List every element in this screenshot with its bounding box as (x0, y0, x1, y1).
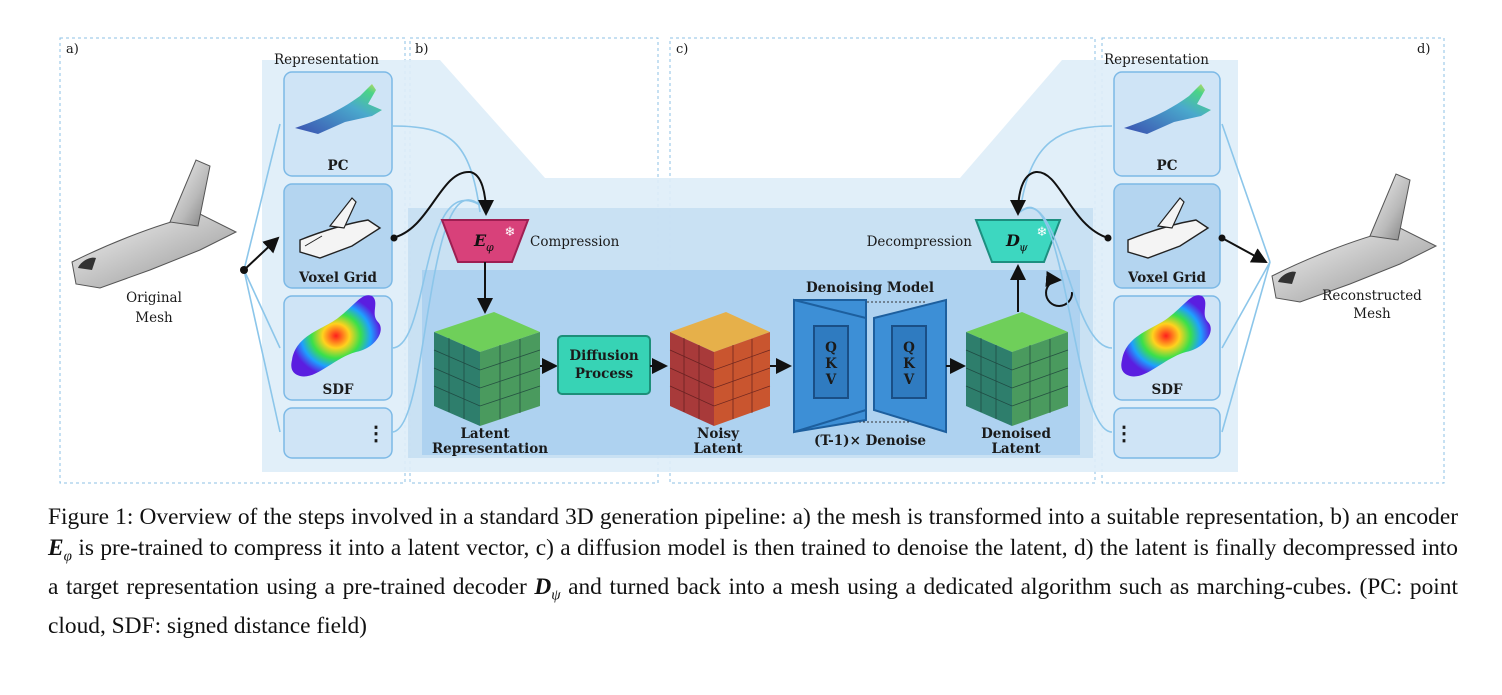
caption-part-1: Figure 1: Overview of the steps involved… (48, 504, 1458, 530)
diffusion-label-1: Diffusion (569, 348, 638, 364)
pipeline-figure: a) b) c) d) Representation PC Voxel Grid… (59, 37, 1445, 484)
caption-encoder-subscript: φ (63, 548, 72, 565)
denoise-repeat-label: (T-1)× Denoise (814, 433, 926, 449)
denoised-label-2: Latent (991, 441, 1041, 457)
latent-cube (433, 312, 541, 426)
left-rep-to-encoder (391, 125, 481, 433)
arrow-voxel-to-reconstructed (1221, 237, 1268, 263)
right-point-cloud-image (1124, 84, 1211, 134)
reconstructed-mesh-label-1: Reconstructed (1322, 288, 1422, 304)
original-mesh-label-1: Original (126, 290, 182, 306)
right-item-voxel: Voxel Grid (1127, 270, 1206, 286)
left-item-ellipsis: ⋮ (366, 421, 386, 445)
panel-label-c: c) (676, 42, 688, 57)
refresh-icon (1045, 271, 1074, 307)
caption-decoder-subscript: ψ (551, 587, 561, 604)
qkv-left-k: K (825, 356, 838, 372)
panel-label-b: b) (415, 42, 428, 57)
right-item-sdf: SDF (1151, 382, 1182, 398)
left-item-pc: PC (328, 158, 349, 174)
point-cloud-image (295, 84, 382, 134)
encoder-snowflake-icon: ❄ (505, 225, 516, 240)
left-item-voxel: Voxel Grid (298, 270, 377, 286)
decoder-snowflake-icon: ❄ (1037, 225, 1048, 240)
voxel-grid-image (299, 197, 382, 259)
decoder-block: D ψ ❄ (974, 219, 1062, 263)
panel-label-a: a) (66, 42, 79, 57)
diffusion-label-2: Process (575, 366, 634, 382)
qkv-right: Q (903, 340, 915, 356)
caption-encoder-symbol: E (48, 534, 64, 561)
left-fan-lines (243, 123, 281, 433)
compression-label: Compression (530, 234, 620, 250)
right-decoder-to-rep (1019, 125, 1113, 433)
reconstructed-mesh-image (1271, 173, 1438, 303)
latent-label-2: Representation (432, 441, 548, 457)
decompression-label: Decompression (867, 234, 973, 250)
figure-caption: Figure 1: Overview of the steps involved… (48, 502, 1458, 641)
denoising-model-title: Denoising Model (806, 280, 934, 296)
sdf-image (291, 295, 381, 377)
right-representation-title: Representation (1104, 52, 1209, 68)
decoder-symbol: D (1005, 231, 1020, 250)
qkv-right-k: K (903, 356, 916, 372)
left-representation-title: Representation (274, 52, 379, 68)
right-voxel-grid-image (1127, 197, 1210, 259)
diffusion-process-box: Diffusion Process (557, 335, 651, 395)
reconstructed-mesh-label-2: Mesh (1353, 306, 1391, 322)
noisy-label-2: Latent (693, 441, 743, 457)
denoised-latent-cube (965, 312, 1069, 426)
original-mesh-label-2: Mesh (135, 310, 173, 326)
panel-label-d: d) (1417, 42, 1430, 57)
qkv-right-v: V (903, 372, 915, 388)
denoised-label-1: Denoised (981, 426, 1051, 442)
arrow-mesh-to-voxel (243, 236, 280, 271)
encoder-block: E φ ❄ (440, 219, 530, 263)
denoising-model-block (793, 298, 947, 434)
original-mesh-image (71, 159, 238, 289)
noisy-label-1: Noisy (697, 426, 740, 442)
right-item-pc: PC (1157, 158, 1178, 174)
caption-part-2: is pre-trained to compress it into a lat… (48, 534, 1458, 600)
arrow-voxel-to-decoder (1010, 170, 1109, 239)
left-item-sdf: SDF (322, 382, 353, 398)
left-rep-boxes (283, 71, 393, 459)
caption-part-3: and turned back into a mesh using a dedi… (48, 573, 1458, 639)
latent-label-1: Latent (460, 426, 510, 442)
decoder-subscript: ψ (1019, 241, 1028, 254)
caption-decoder-symbol: D (534, 573, 552, 600)
noisy-latent-cube (669, 312, 771, 426)
encoder-subscript: φ (486, 241, 494, 254)
arrow-voxel-to-encoder (391, 170, 494, 239)
right-rep-boxes (1113, 71, 1221, 459)
qkv-left: Q (825, 340, 837, 356)
qkv-left-v: V (825, 372, 837, 388)
right-fan-lines (1221, 123, 1271, 433)
encoder-symbol: E (473, 231, 487, 250)
right-item-ellipsis: ⋮ (1114, 421, 1134, 445)
right-sdf-image (1121, 295, 1211, 377)
